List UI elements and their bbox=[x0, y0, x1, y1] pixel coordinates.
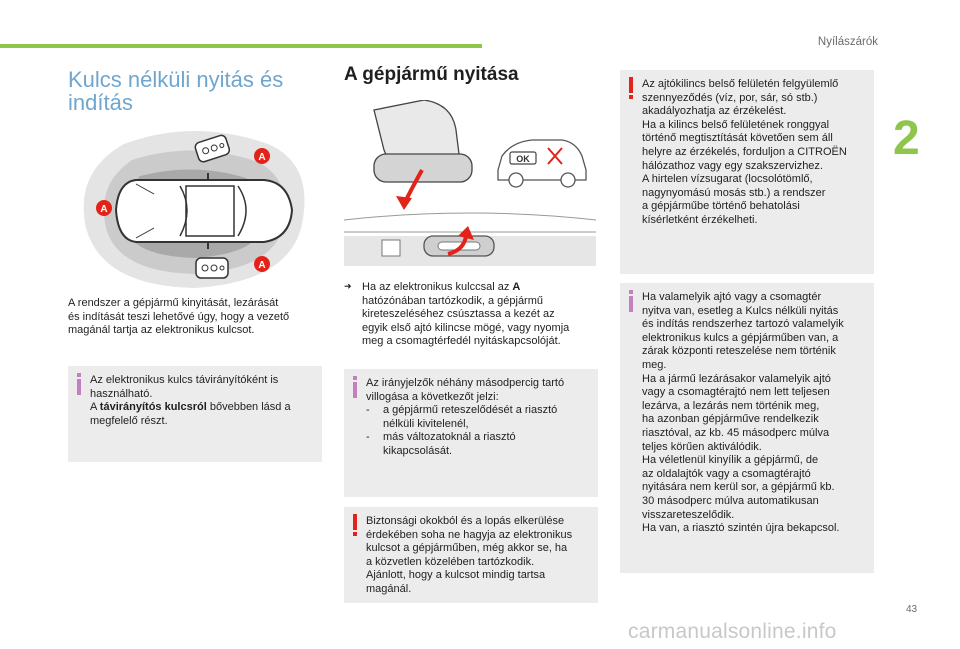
indicator-info-box: Az irányjelzők néhány másodpercig tartó … bbox=[344, 369, 598, 497]
zone-label-bottom: A bbox=[258, 260, 265, 271]
warning-icon bbox=[629, 77, 633, 99]
zone-label-left: A bbox=[100, 204, 107, 215]
page-number: 43 bbox=[906, 604, 918, 615]
list-item: a gépjármű reteszelődését a riasztónélkü… bbox=[366, 404, 594, 431]
tailgate-switch-illustration bbox=[344, 212, 596, 266]
security-warning-box: Biztonsági okokból és a lopás elkerülése… bbox=[344, 507, 598, 603]
page-title: Kulcs nélküli nyitás és indítás bbox=[68, 67, 284, 115]
header-accent-bar bbox=[0, 44, 482, 48]
watermark: carmanualsonline.info bbox=[628, 620, 837, 643]
zone-label-top: A bbox=[258, 152, 265, 163]
bullet-arrow-icon: ➜ bbox=[344, 281, 352, 291]
intro-paragraph: A rendszer a gépjármű kinyitását, lezárá… bbox=[68, 297, 290, 337]
detection-zone-diagram: A A A bbox=[83, 131, 305, 288]
ok-label: OK bbox=[516, 154, 530, 164]
remote-info-box: Az elektronikus kulcs távirányítóként is… bbox=[68, 366, 322, 462]
car-ok-illustration: OK bbox=[497, 139, 587, 188]
hand-handle-illustration bbox=[373, 100, 473, 210]
info-icon bbox=[629, 290, 633, 312]
info-icon bbox=[77, 373, 81, 395]
warning-icon bbox=[353, 514, 357, 536]
handle-warning-box: Az ajtókilincs belső felületén felgyülem… bbox=[620, 70, 874, 274]
chapter-number: 2 bbox=[893, 112, 920, 165]
info-icon bbox=[353, 376, 357, 398]
list-item: más változatoknál a riasztókikapcsolását… bbox=[366, 431, 594, 458]
locking-info-box: Ha valamelyik ajtó vagy a csomagtér nyit… bbox=[620, 283, 874, 573]
section-heading: A gépjármű nyitása bbox=[344, 64, 519, 85]
section-title: Nyílászárók bbox=[817, 36, 878, 48]
